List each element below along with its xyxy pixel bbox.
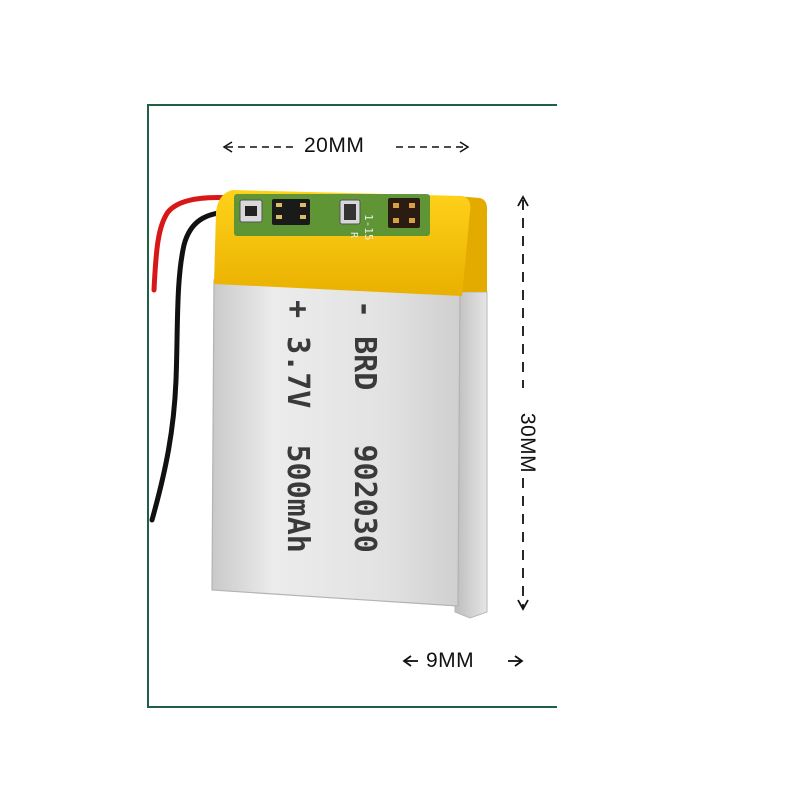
height-arrow <box>517 195 529 611</box>
frame-left-line <box>147 104 149 708</box>
battery-label-model: - BRD 902030 <box>347 300 382 553</box>
width-arrow <box>222 141 470 153</box>
pcb-marking: 1-15 <box>362 214 375 241</box>
frame-top-line <box>147 104 557 106</box>
depth-dimension-label: 9MM <box>426 649 475 672</box>
width-dimension-label: 20MM <box>304 134 365 157</box>
pcb-marking-r: R <box>348 232 359 239</box>
battery-wires <box>149 195 235 523</box>
battery-body <box>211 279 461 607</box>
frame-bottom-line <box>147 706 557 708</box>
protection-pcb: 1-15 R <box>234 194 430 241</box>
depth-arrow <box>402 655 524 667</box>
battery-label-spec: + 3.7V 500mAh <box>280 300 315 553</box>
